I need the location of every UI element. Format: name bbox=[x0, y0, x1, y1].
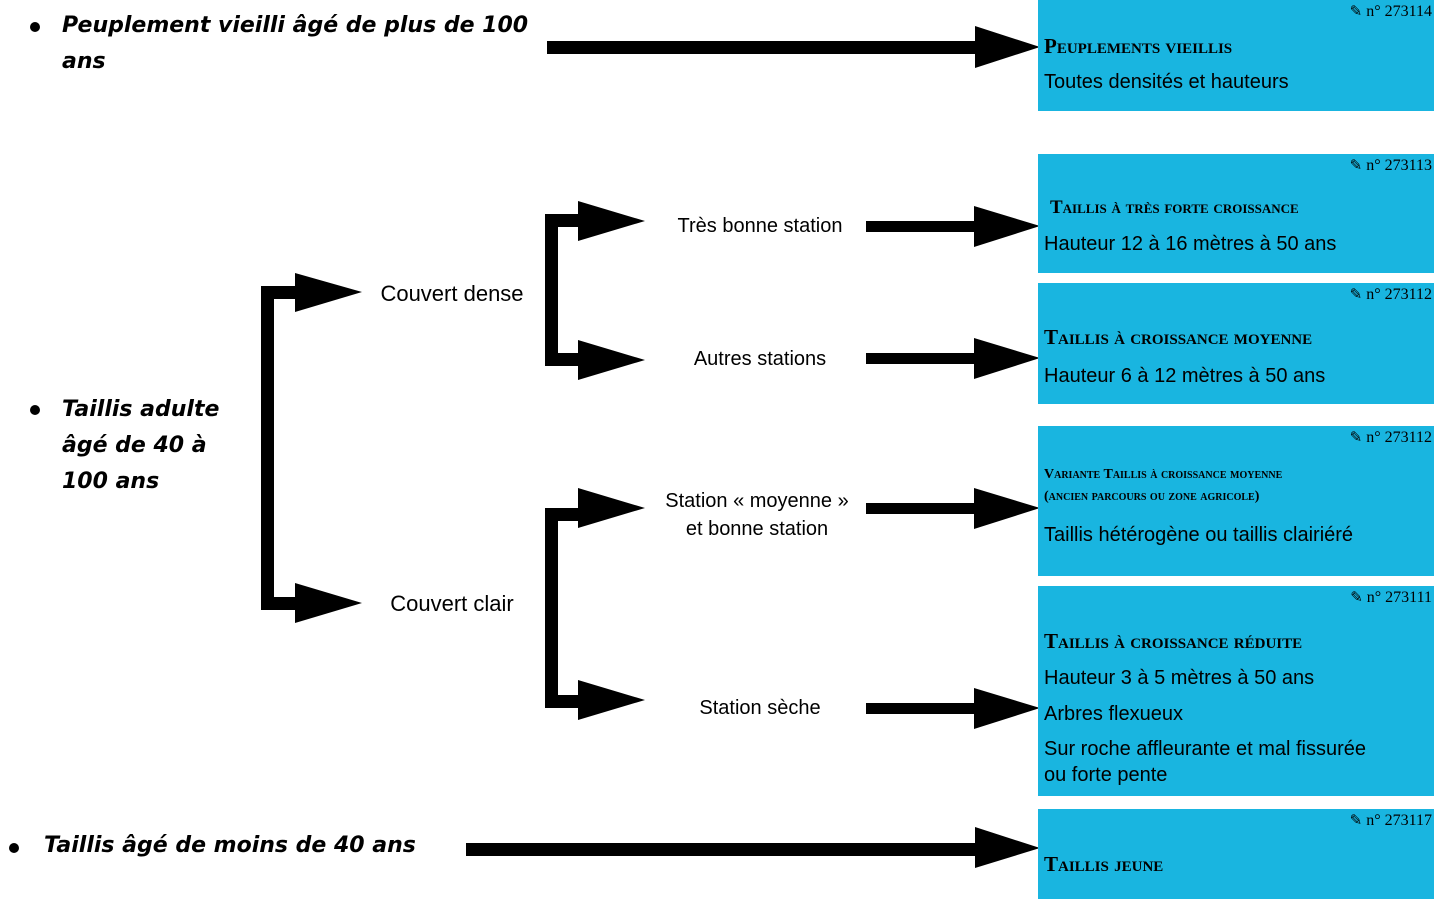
arrow-shaft-young bbox=[466, 843, 978, 856]
result-box-old-stands: ✎n° 273114 Peuplements vieillis Toutes d… bbox=[1038, 0, 1434, 111]
arrow-head-dense bbox=[295, 273, 362, 312]
result-box-medium-growth-variant: ✎n° 273112 Variante Taillis à croissance… bbox=[1038, 426, 1434, 576]
result-box-reduced-growth: ✎n° 273111 Taillis à croissance réduite … bbox=[1038, 586, 1434, 796]
arrow-head-old-stands bbox=[975, 26, 1040, 68]
arrow-head-dry bbox=[578, 680, 645, 720]
reference-number: ✎n° 273111 bbox=[1350, 588, 1432, 606]
reference-number: ✎n° 273113 bbox=[1349, 156, 1432, 174]
arrow-shaft-very-good bbox=[866, 221, 976, 232]
category-adult-coppice: Taillis adulte âgé de 40 à 100 ans bbox=[62, 397, 220, 494]
box-title: Taillis à croissance moyenne bbox=[1044, 325, 1313, 349]
box-description: Toutes densités et hauteurs bbox=[1044, 71, 1289, 93]
arrow-head-medium bbox=[578, 488, 645, 528]
pencil-icon: ✎ bbox=[1349, 811, 1363, 829]
box-title: Taillis jeune bbox=[1044, 852, 1164, 876]
category-young-coppice: Taillis âgé de moins de 40 ans bbox=[44, 833, 416, 858]
box-description-1: Hauteur 3 à 5 mètres à 50 ans bbox=[1044, 667, 1315, 689]
box-title: Taillis à croissance réduite bbox=[1044, 629, 1303, 653]
box-title-line1: Variante Taillis à croissance moyenne bbox=[1044, 467, 1283, 482]
node-medium-station-line1: Station « moyenne » bbox=[665, 490, 849, 512]
arrow-head-very-good bbox=[578, 201, 645, 241]
box-description: Hauteur 6 à 12 mètres à 50 ans bbox=[1044, 365, 1326, 387]
reference-number: ✎n° 273117 bbox=[1349, 811, 1432, 829]
pencil-icon: ✎ bbox=[1349, 428, 1363, 446]
pencil-icon: ✎ bbox=[1350, 588, 1363, 606]
node-dry-station: Station sèche bbox=[654, 694, 866, 722]
node-medium-station-line2: et bonne station bbox=[685, 518, 829, 540]
node-very-good-station: Très bonne station bbox=[654, 212, 866, 240]
reference-number: ✎n° 273112 bbox=[1349, 428, 1432, 446]
arrow-head-other bbox=[578, 340, 645, 380]
reference-number: ✎n° 273114 bbox=[1349, 2, 1432, 20]
result-box-medium-growth: ✎n° 273112 Taillis à croissance moyenne … bbox=[1038, 283, 1434, 404]
box-description: Taillis hétérogène ou taillis clairiéré bbox=[1044, 524, 1354, 546]
arrow-head-young bbox=[975, 827, 1040, 868]
arrow-shaft-medium bbox=[866, 503, 976, 514]
node-light-cover: Couvert clair bbox=[372, 590, 532, 618]
box-description-2: Arbres flexueux bbox=[1044, 703, 1183, 725]
reference-number: ✎n° 273112 bbox=[1349, 285, 1432, 303]
box-title: Peuplements vieillis bbox=[1044, 34, 1233, 58]
box-title-line2: (ancien parcours ou zone agricole) bbox=[1044, 489, 1260, 504]
pencil-icon: ✎ bbox=[1349, 285, 1363, 303]
box-title: Taillis à très forte croissance bbox=[1050, 197, 1299, 218]
pencil-icon: ✎ bbox=[1349, 156, 1363, 174]
box-description: Hauteur 12 à 16 mètres à 50 ans bbox=[1044, 233, 1337, 255]
box-description-4: ou forte pente bbox=[1044, 764, 1168, 786]
box-description-3: Sur roche affleurante et mal fissurée bbox=[1044, 738, 1367, 760]
result-box-young-coppice: ✎n° 273117 Taillis jeune bbox=[1038, 809, 1434, 899]
bracket-main bbox=[261, 286, 274, 610]
node-medium-station: Station « moyenne » et bonne station bbox=[648, 487, 866, 543]
bracket-dense bbox=[545, 214, 558, 366]
arrow-shaft-old-stands bbox=[547, 41, 977, 54]
node-other-stations: Autres stations bbox=[654, 345, 866, 373]
category-old-stands: Peuplement vieilli âgé de plus de 100 an… bbox=[62, 13, 529, 74]
arrow-shaft-other bbox=[866, 353, 976, 364]
node-dense-cover: Couvert dense bbox=[366, 280, 538, 308]
arrow-head-clear bbox=[295, 583, 362, 623]
arrow-shaft-dry bbox=[866, 703, 976, 714]
bullet-young-coppice bbox=[9, 843, 19, 853]
bracket-clear bbox=[545, 508, 558, 708]
bullet-old-stands bbox=[30, 22, 40, 32]
result-box-very-strong-growth: ✎n° 273113 Taillis à très forte croissan… bbox=[1038, 154, 1434, 273]
bullet-adult-coppice bbox=[30, 405, 40, 415]
pencil-icon: ✎ bbox=[1349, 2, 1363, 20]
